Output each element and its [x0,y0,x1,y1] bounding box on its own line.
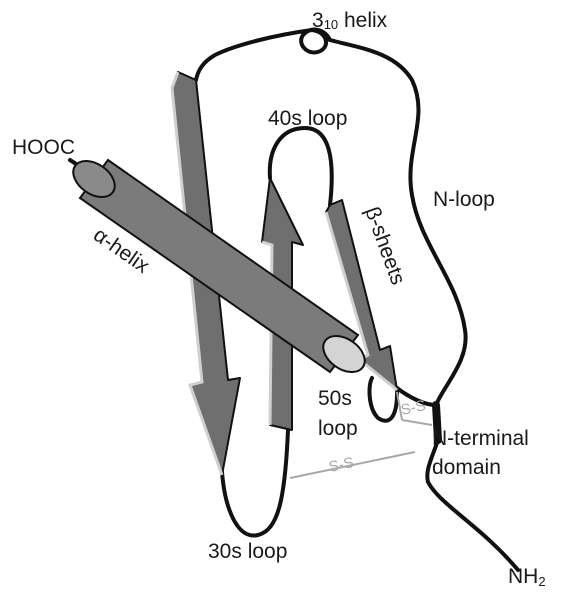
label-helix-310: 310 helix [312,9,388,32]
label-ss-upper: S-S [399,397,427,419]
label-50s-line1: 50s [318,387,352,410]
label-50s-line2: loop [318,417,358,440]
label-40s-loop: 40s loop [268,107,347,130]
label-n-terminal-line2: domain [432,456,501,479]
label-n-terminal-line1: N-terminal [432,427,529,450]
label-hooc: HOOC [12,136,75,159]
loop-40s [270,128,332,205]
label-beta-sheets: β-sheets [360,204,409,288]
label-nh2: NH2 [508,565,546,587]
loop-30s [222,430,288,536]
label-ss-lower: S-S [327,454,355,476]
label-30s-loop: 30s loop [208,540,287,563]
label-n-loop: N-loop [433,188,495,211]
disulfide-bond-upper [402,420,432,425]
helix-310-to-strand1-loop [196,30,312,80]
helix-310-coil [301,30,330,53]
